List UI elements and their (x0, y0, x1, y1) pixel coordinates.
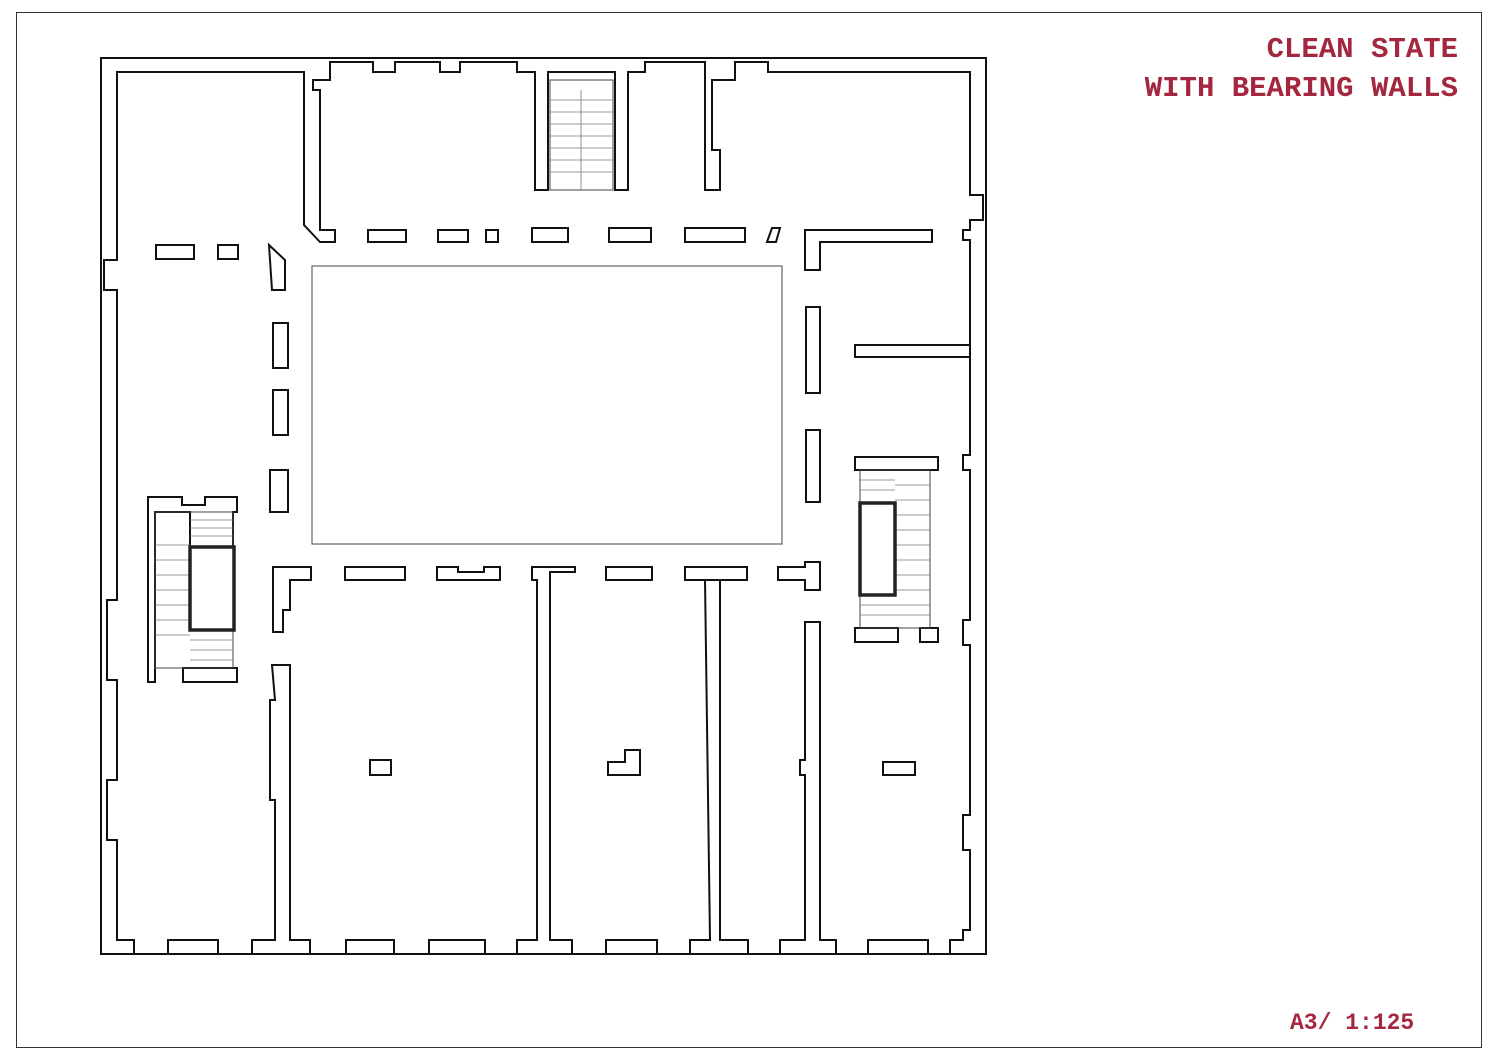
sheet-frame (16, 12, 1482, 1048)
bearing-walls-interior (251, 566, 837, 955)
staircase-left (147, 496, 238, 683)
inner-perimeter-wall (103, 61, 984, 954)
stair-core-right (858, 501, 897, 597)
staircase-top (549, 79, 614, 191)
title-line-2: WITH BEARING WALLS (1144, 72, 1458, 105)
title-line-1: CLEAN STATE (1266, 33, 1458, 66)
drawing-title: CLEAN STATE WITH BEARING WALLS (1145, 30, 1458, 108)
corridor-wall-top (155, 227, 971, 358)
pillars (369, 749, 916, 776)
stair-core-left (188, 545, 236, 632)
courtyard (311, 265, 783, 545)
corridor-wall-bottom (272, 561, 821, 633)
corridor-columns (267, 242, 821, 513)
outer-wall (100, 57, 987, 955)
facade-piers (167, 939, 929, 955)
scale-label: A3/ 1:125 (1290, 1010, 1415, 1036)
staircase-right (854, 456, 939, 643)
